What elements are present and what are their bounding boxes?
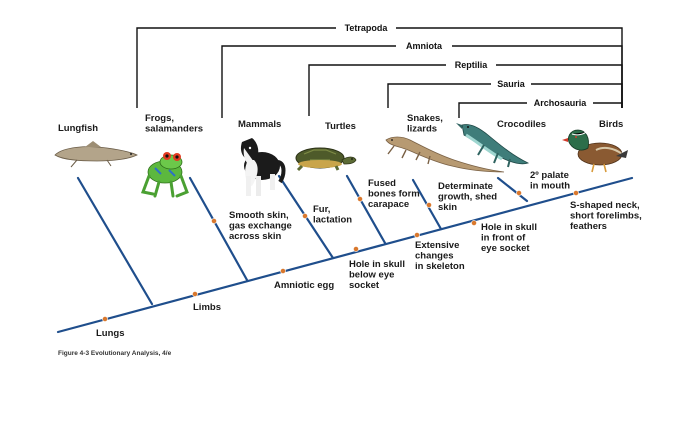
label-line: in mouth [530,181,570,192]
turtle-icon [295,147,357,172]
clade-label-archosauria: Archosauria [534,98,588,108]
label-line: Extensive [415,240,459,251]
clade-label-sauria: Sauria [497,79,526,89]
label-line: bones form [368,189,420,200]
label-line: skin [438,202,457,213]
label-line: Hole in skull [349,259,405,270]
label-line: in skeleton [415,261,465,272]
taxon-label-snakes: Snakes,lizards [407,113,443,135]
marker-lungs [102,316,108,322]
marker-s-neck [573,190,579,196]
label-line: S-shaped neck, [570,200,640,211]
tree-branches [56,174,634,334]
label-line: carapace [368,199,409,210]
marker-fur [302,213,308,219]
label-line: feathers [570,221,607,232]
trait-labels: Lungs Limbs Amniotic egg Smooth skin,gas… [96,170,642,339]
label-line: Birds [599,119,623,130]
marker-extensive [414,232,420,238]
taxon-label-crocodiles: Crocodiles [497,119,546,130]
label-line: Mammals [238,119,281,130]
marker-fused-bones [357,196,363,202]
trait-markers [102,190,579,322]
duck-icon [562,129,628,173]
label-line: lactation [313,215,352,226]
label-line: 2º palate [530,170,569,181]
clade-label-amniota: Amniota [406,41,443,51]
figure-caption: Figure 4-3 Evolutionary Analysis, 4/e [58,350,172,357]
clade-label-tetrapoda: Tetrapoda [345,23,389,33]
label-line: eye socket [481,243,530,254]
label-line: Lungs [96,328,125,339]
marker-hole-front [471,220,477,226]
marker-palate [516,190,522,196]
marker-determinate [426,202,432,208]
label-line: growth, shed [438,192,497,203]
crocodile-icon [456,123,530,168]
taxon-labels: Lungfish Frogs,salamanders Mammals Turtl… [58,113,623,135]
taxon-label-birds: Birds [599,119,623,130]
label-line: Fused [368,178,396,189]
label-line: Amniotic egg [274,280,334,291]
label-line: Lungfish [58,123,98,134]
label-line: Snakes, [407,113,443,124]
taxon-label-frogs: Frogs,salamanders [145,113,203,135]
lungfish-icon [54,141,138,168]
trait-label-limbs: Limbs [193,302,221,313]
taxon-label-mammals: Mammals [238,119,281,130]
branch-crocodiles [496,176,529,203]
label-line: Hole in skull [481,222,537,233]
bracket-reptilia [308,64,623,116]
label-line: Smooth skin, [229,210,289,221]
trait-label-lungs: Lungs [96,328,125,339]
lizard-icon [385,136,505,173]
trait-label-amniotic-egg: Amniotic egg [274,280,334,291]
main-stem [56,176,634,334]
branch-frogs [188,176,249,282]
branch-turtles [345,174,387,245]
label-line: Fur, [313,204,330,215]
label-line: changes [415,251,454,262]
label-line: Frogs, [145,113,174,124]
label-line: Crocodiles [497,119,546,130]
marker-amniotic-egg [280,268,286,274]
label-line: lizards [407,124,437,135]
trait-label-fur: Fur,lactation [313,204,352,226]
label-line: gas exchange [229,221,292,232]
taxon-label-turtles: Turtles [325,121,356,132]
label-line: Determinate [438,181,493,192]
branch-lungfish [76,176,154,306]
trait-label-s-neck: S-shaped neck,short forelimbs,feathers [570,200,642,232]
label-line: socket [349,280,380,291]
label-line: across skin [229,231,281,242]
marker-smooth-skin [211,218,217,224]
marker-hole-below [353,246,359,252]
clade-labels: Tetrapoda Amniota Reptilia Sauria Archos… [336,21,593,108]
label-line: below eye [349,270,394,281]
frog-icon [140,152,189,198]
dog-icon [240,138,286,196]
clade-label-reptilia: Reptilia [455,60,489,70]
label-line: salamanders [145,124,203,135]
label-line: in front of [481,233,526,244]
label-line: Limbs [193,302,221,313]
label-line: short forelimbs, [570,211,642,222]
label-line: Turtles [325,121,356,132]
taxon-label-lungfish: Lungfish [58,123,98,134]
marker-limbs [192,291,198,297]
